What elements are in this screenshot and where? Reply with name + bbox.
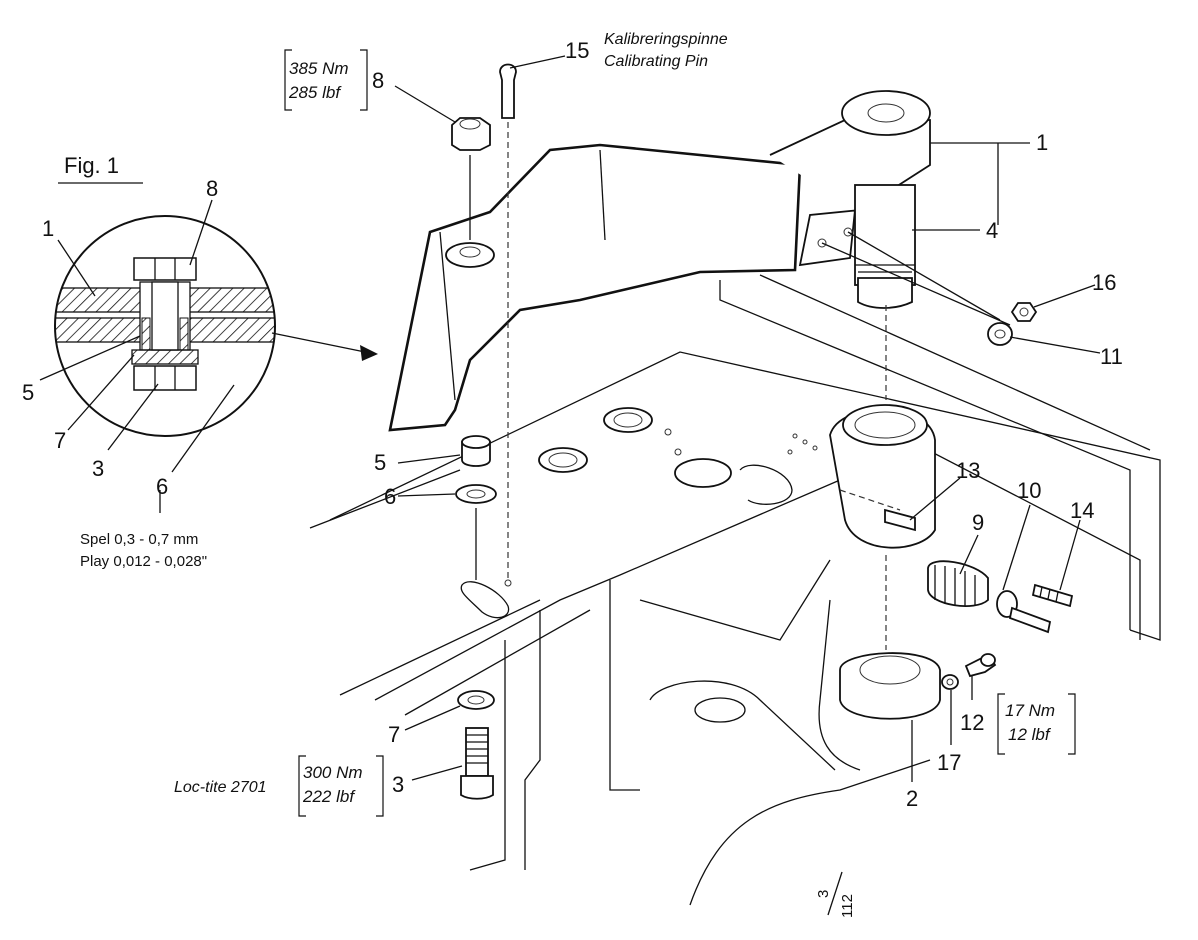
- callout-16: 16: [1092, 270, 1116, 295]
- nut-part-8: [445, 117, 495, 268]
- washer-part-6: [455, 484, 497, 580]
- callout-6: 6: [384, 484, 396, 509]
- torque-bolt3-lbf: 222 lbf: [302, 787, 356, 806]
- torque-box-screw12: 17 Nm 12 lbf: [997, 693, 1076, 755]
- detail-callout-7: 7: [54, 428, 66, 453]
- bolt-part-3: [460, 727, 494, 800]
- adjuster-part-10: [996, 590, 1052, 634]
- play-line1: Spel 0,3 - 0,7 mm: [80, 531, 198, 548]
- play-line2: Play 0,012 - 0,028": [80, 553, 207, 570]
- washer-part-7: [457, 690, 495, 710]
- torque-screw12-lbf: 12 lbf: [1008, 725, 1052, 744]
- callout-9: 9: [972, 510, 984, 535]
- washer-part-11: [987, 322, 1013, 346]
- page-reference: 3 112: [815, 871, 856, 918]
- detail-callout-1: 1: [42, 216, 54, 241]
- callout-14: 14: [1070, 498, 1094, 523]
- callout-11: 11: [1100, 344, 1123, 369]
- torque-box-nut8: 385 Nm 285 lbf: [284, 49, 368, 111]
- detail-view-fig-1: [54, 215, 276, 437]
- callout-3: 3: [392, 772, 404, 797]
- spring-part-9: [927, 560, 989, 607]
- callout-12: 12: [960, 710, 984, 735]
- callout-8: 8: [372, 68, 384, 93]
- callout-4: 4: [986, 218, 998, 243]
- torque-nut8-nm: 385 Nm: [289, 59, 349, 78]
- washer-part-17: [941, 674, 959, 690]
- callout-17: 17: [937, 750, 961, 775]
- nut-part-16: [1010, 302, 1038, 322]
- leader-lines: [39, 55, 1101, 782]
- callout-10: 10: [1017, 478, 1041, 503]
- arm-part-1: [388, 90, 931, 432]
- callout-15: 15: [565, 38, 589, 63]
- torque-bolt3-nm: 300 Nm: [303, 763, 363, 782]
- detail-callout-6: 6: [156, 474, 168, 499]
- callout-7: 7: [388, 722, 400, 747]
- bushing-part-5: [461, 435, 491, 467]
- calibrating-pin-part-15: [499, 63, 517, 587]
- pin-label-line1: Kalibreringspinne: [604, 31, 728, 48]
- machine-base-frame: [329, 274, 1161, 906]
- detail-callout-5: 5: [22, 380, 34, 405]
- page-ref-num: 3: [815, 890, 832, 898]
- detail-callout-8: 8: [206, 176, 218, 201]
- loctite-label: Loc-tite 2701: [174, 779, 267, 796]
- torque-screw12-nm: 17 Nm: [1005, 701, 1055, 720]
- screw-part-14: [1031, 583, 1074, 608]
- callout-2: 2: [906, 786, 918, 811]
- detail-callout-3: 3: [92, 456, 104, 481]
- detail-arrow: [271, 332, 378, 361]
- nut-part-2: [839, 555, 941, 720]
- callout-5: 5: [374, 450, 386, 475]
- screw-part-12: [964, 653, 997, 678]
- callout-1: 1: [1036, 130, 1048, 155]
- torque-nut8-lbf: 285 lbf: [288, 83, 342, 102]
- figure-title: Fig. 1: [64, 153, 119, 178]
- page-ref-den: 112: [839, 894, 856, 918]
- torque-box-bolt3: 300 Nm 222 lbf: [298, 755, 384, 817]
- pin-label-line2: Calibrating Pin: [604, 53, 708, 70]
- callout-13: 13: [956, 458, 980, 483]
